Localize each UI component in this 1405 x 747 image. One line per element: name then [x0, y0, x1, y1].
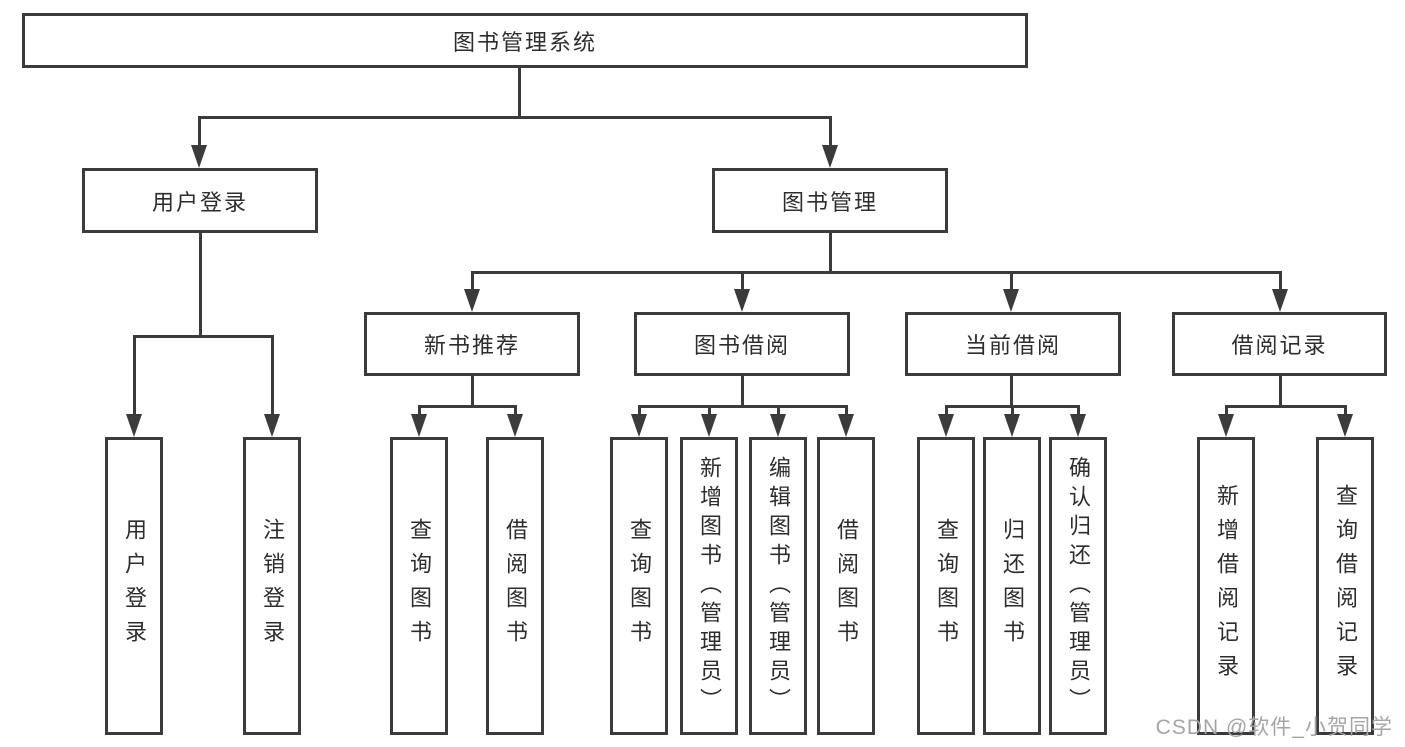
arrowhead-down	[507, 414, 523, 437]
leaf-label: 用户登录	[122, 518, 147, 654]
connector-line	[1010, 376, 1013, 408]
connector-line	[638, 405, 848, 408]
leaf-return-books: 归还图书	[983, 437, 1041, 735]
leaf-borrow-books: 借阅图书	[486, 437, 544, 735]
arrowhead-down	[1070, 414, 1086, 437]
leaf-borrow-books: 借阅图书	[817, 437, 875, 735]
connector-line	[777, 405, 780, 417]
leaf-label: 确认归还（管理员）	[1066, 455, 1091, 717]
arrowhead-down	[1004, 414, 1020, 437]
leaf-add-books-admin: 新增图书（管理员）	[680, 437, 738, 735]
leaf-label: 查询图书	[934, 518, 959, 654]
arrowhead-down	[838, 414, 854, 437]
node-library-management-system: 图书管理系统	[22, 13, 1028, 68]
connector-line	[418, 405, 517, 408]
arrowhead-down	[822, 145, 838, 168]
leaf-user-login: 用户登录	[105, 437, 163, 735]
connector-line	[829, 233, 832, 274]
connector-line	[514, 405, 517, 417]
connector-line	[741, 376, 744, 408]
connector-line	[638, 405, 641, 417]
connector-line	[1344, 405, 1347, 417]
arrowhead-down	[264, 414, 280, 437]
arrowhead-down	[701, 414, 717, 437]
node-borrowing-records: 借阅记录	[1172, 312, 1387, 376]
leaf-label: 注销登录	[260, 518, 285, 654]
node-book-management: 图书管理	[712, 168, 948, 233]
connector-line	[845, 405, 848, 417]
connector-line	[518, 68, 521, 116]
leaf-query-books: 查询图书	[610, 437, 668, 735]
connector-line	[198, 116, 831, 119]
leaf-label: 查询借阅记录	[1333, 484, 1358, 688]
connector-line	[471, 271, 474, 293]
leaf-confirm-return-admin: 确认归还（管理员）	[1049, 437, 1107, 735]
connector-line	[1010, 271, 1013, 293]
arrowhead-down	[411, 414, 427, 437]
leaf-label: 查询图书	[407, 518, 432, 654]
leaf-query-borrow-record: 查询借阅记录	[1316, 437, 1374, 735]
arrowhead-down	[631, 414, 647, 437]
leaf-label: 归还图书	[1000, 518, 1025, 654]
csdn-watermark: CSDN @软件_小贺同学	[1155, 716, 1393, 739]
leaf-label: 借阅图书	[834, 518, 859, 654]
connector-line	[741, 271, 744, 293]
arrowhead-down	[1003, 289, 1019, 312]
arrowhead-down	[191, 145, 207, 168]
connector-line	[271, 335, 274, 417]
connector-line	[471, 271, 1282, 274]
leaf-edit-books-admin: 编辑图书（管理员）	[749, 437, 807, 735]
connector-line	[1225, 405, 1347, 408]
arrowhead-down	[1337, 414, 1353, 437]
arrowhead-down	[770, 414, 786, 437]
leaf-query-books: 查询图书	[390, 437, 448, 735]
connector-line	[1225, 405, 1228, 417]
connector-line	[1279, 376, 1282, 408]
node-current-borrowing: 当前借阅	[905, 312, 1121, 376]
connector-line	[1279, 271, 1282, 293]
node-new-book-recommendation: 新书推荐	[364, 312, 580, 376]
connector-line	[133, 335, 274, 338]
arrowhead-down	[734, 289, 750, 312]
connector-line	[418, 405, 421, 417]
connector-line	[1011, 405, 1014, 417]
leaf-label: 查询图书	[627, 518, 652, 654]
connector-line	[708, 405, 711, 417]
arrowhead-down	[464, 289, 480, 312]
node-user-login: 用户登录	[82, 168, 318, 233]
connector-line	[471, 376, 474, 408]
connector-line	[945, 405, 948, 417]
node-book-borrowing: 图书借阅	[634, 312, 850, 376]
leaf-label: 编辑图书（管理员）	[766, 455, 791, 717]
connector-line	[198, 116, 201, 150]
connector-line	[829, 116, 832, 150]
arrowhead-down	[126, 414, 142, 437]
arrowhead-down	[1272, 289, 1288, 312]
leaf-add-borrow-record: 新增借阅记录	[1197, 437, 1255, 735]
leaf-query-books: 查询图书	[917, 437, 975, 735]
leaf-logout: 注销登录	[243, 437, 301, 735]
leaf-label: 新增图书（管理员）	[697, 455, 722, 717]
leaf-label: 新增借阅记录	[1214, 484, 1239, 688]
connector-line	[1077, 405, 1080, 417]
leaf-label: 借阅图书	[503, 518, 528, 654]
connector-line	[199, 233, 202, 335]
connector-line	[133, 335, 136, 417]
arrowhead-down	[938, 414, 954, 437]
arrowhead-down	[1218, 414, 1234, 437]
